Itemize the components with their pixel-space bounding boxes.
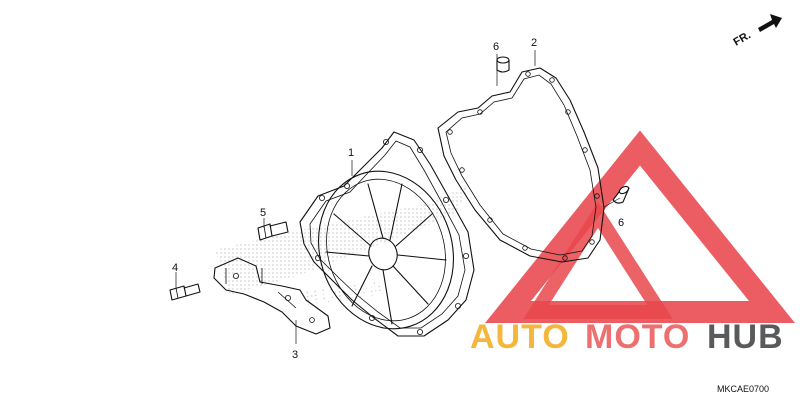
watermark-triangle-inner bbox=[523, 202, 673, 319]
watermark-logo: AUTO MOTO HUB bbox=[470, 130, 795, 356]
part-6-dowel-pin-right bbox=[612, 185, 630, 204]
callout-1: 1 bbox=[348, 147, 354, 159]
front-direction-arrow-icon bbox=[758, 14, 782, 32]
callout-5: 5 bbox=[260, 207, 266, 219]
part-2-gasket bbox=[437, 67, 605, 263]
watermark-text-hub: HUB bbox=[707, 318, 784, 356]
watermark-text-auto: AUTO bbox=[470, 318, 570, 356]
callout-6-right: 6 bbox=[618, 217, 624, 229]
callout-6-upper: 6 bbox=[493, 41, 499, 53]
leader-lines bbox=[175, 50, 621, 344]
front-direction-label: FR. bbox=[732, 29, 753, 48]
figure-code: MKCAE0700 bbox=[717, 384, 769, 394]
part-1-cover bbox=[299, 131, 475, 337]
callout-3: 3 bbox=[292, 349, 298, 361]
part-3-bracket bbox=[213, 257, 331, 335]
callout-4: 4 bbox=[172, 262, 178, 274]
callout-2: 2 bbox=[531, 37, 537, 49]
front-direction-indicator: FR. bbox=[732, 14, 782, 49]
part-6-dowel-pin-upper bbox=[496, 56, 510, 73]
part-4-bolt bbox=[169, 283, 201, 301]
watermark-text-moto: MOTO bbox=[585, 318, 690, 356]
